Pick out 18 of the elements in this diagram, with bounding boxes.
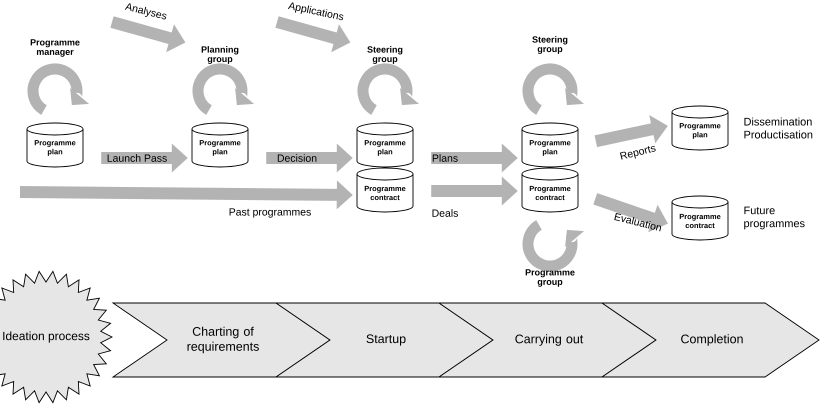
chevron-step: Completion	[600, 302, 820, 378]
outcome-label: Dissemination Productisation	[744, 118, 812, 138]
chevron-step: Carrying out	[438, 302, 657, 378]
chevron-step: Charting of requirements	[112, 302, 331, 378]
edge-label: Plans	[432, 154, 458, 162]
group-heading: Programme group	[526, 269, 575, 287]
edge-label: Past programmes	[230, 208, 311, 218]
group-heading: Steering group	[367, 46, 402, 64]
edge-label: Analyses	[124, 3, 166, 20]
edge-label: Deals	[432, 209, 458, 217]
chevron-step: Startup	[274, 302, 494, 378]
group-heading: Planning group	[202, 46, 238, 64]
edge-label: Launch Pass	[108, 154, 167, 162]
edge-label: Decision	[278, 154, 316, 162]
edge-label: Reports	[620, 146, 656, 160]
outcome-label: Future programmes	[744, 206, 805, 230]
group-heading: Programme manager	[30, 39, 80, 57]
group-heading: Steering group	[532, 36, 568, 54]
